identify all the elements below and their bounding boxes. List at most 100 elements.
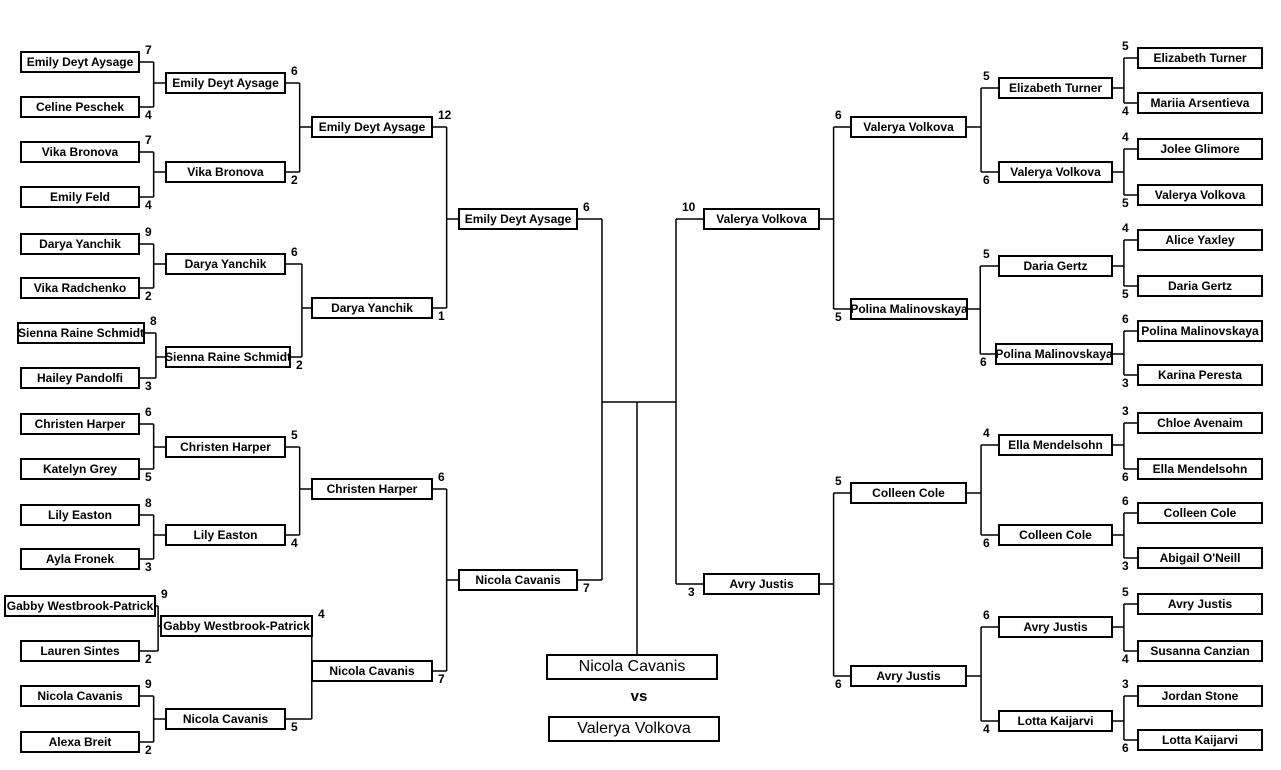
player-box-right-r2-6: Avry Justis <box>998 616 1113 638</box>
score-right-r2-7: 4 <box>983 722 990 736</box>
player-box-right-r1-3: Valerya Volkova <box>1137 184 1263 206</box>
score-right-r1-2: 4 <box>1122 130 1129 144</box>
score-left-r1-5: 2 <box>145 289 152 303</box>
player-box-right-r1-9: Ella Mendelsohn <box>1137 458 1263 480</box>
player-box-left-r2-4: Christen Harper <box>165 436 286 458</box>
score-right-r1-7: 3 <box>1122 376 1129 390</box>
player-box-left-r1-15: Alexa Breit <box>20 731 140 753</box>
score-right-r1-5: 5 <box>1122 287 1129 301</box>
score-left-r2-3: 2 <box>296 358 303 372</box>
player-box-right-r2-3: Polina Malinovskaya <box>995 343 1113 365</box>
score-right-r3-1: 5 <box>835 310 842 324</box>
player-box-left-r2-5: Lily Easton <box>165 524 286 546</box>
score-right-r3-0: 6 <box>835 108 842 122</box>
player-box-right-r1-7: Karina Peresta <box>1137 364 1263 386</box>
score-left-r1-12: 9 <box>161 587 168 601</box>
player-box-left-r2-1: Vika Bronova <box>165 161 286 183</box>
player-box-right-r2-1: Valerya Volkova <box>998 161 1113 183</box>
player-box-left-r2-0: Emily Deyt Aysage <box>165 72 286 94</box>
player-box-right-r4-1: Avry Justis <box>703 573 820 595</box>
score-left-r1-1: 4 <box>145 108 152 122</box>
player-box-left-r1-11: Ayla Fronek <box>20 548 140 570</box>
score-left-r1-4: 9 <box>145 225 152 239</box>
player-box-left-r2-7: Nicola Cavanis <box>165 708 286 730</box>
player-box-right-r2-4: Ella Mendelsohn <box>998 434 1113 456</box>
player-box-left-r2-3: Sienna Raine Schmidt <box>165 346 291 368</box>
player-box-left-r3-1: Darya Yanchik <box>311 297 433 319</box>
player-box-right-r1-15: Lotta Kaijarvi <box>1137 729 1263 751</box>
score-left-r1-3: 4 <box>145 198 152 212</box>
player-box-right-r2-2: Daria Gertz <box>998 255 1113 277</box>
player-box-left-r1-8: Christen Harper <box>20 413 140 435</box>
score-right-r3-3: 6 <box>835 677 842 691</box>
score-right-r1-9: 6 <box>1122 470 1129 484</box>
score-left-r1-0: 7 <box>145 43 152 57</box>
player-box-right-r1-14: Jordan Stone <box>1137 685 1263 707</box>
score-left-r1-13: 2 <box>145 652 152 666</box>
player-box-left-r2-2: Darya Yanchik <box>165 253 286 275</box>
score-left-r2-7: 5 <box>291 720 298 734</box>
player-box-right-r1-2: Jolee Glimore <box>1137 138 1263 160</box>
player-box-right-r1-0: Elizabeth Turner <box>1137 47 1263 69</box>
score-right-r1-3: 5 <box>1122 196 1129 210</box>
player-box-right-r3-2: Colleen Cole <box>850 482 967 504</box>
score-right-r1-10: 6 <box>1122 494 1129 508</box>
player-box-right-r2-7: Lotta Kaijarvi <box>998 710 1113 732</box>
score-right-r1-4: 4 <box>1122 221 1129 235</box>
player-box-left-r4-0: Emily Deyt Aysage <box>458 208 578 230</box>
player-box-left-r1-3: Emily Feld <box>20 186 140 208</box>
score-left-r1-15: 2 <box>145 743 152 757</box>
score-left-r3-2: 6 <box>438 470 445 484</box>
score-right-r4-1: 3 <box>688 585 695 599</box>
player-box-left-r1-12: Gabby Westbrook-Patrick <box>4 595 156 617</box>
score-left-r1-8: 6 <box>145 405 152 419</box>
score-left-r1-6: 8 <box>150 314 157 328</box>
score-left-r3-3: 7 <box>438 672 445 686</box>
score-left-r1-2: 7 <box>145 133 152 147</box>
score-left-r3-0: 12 <box>438 108 452 122</box>
player-box-left-r1-6: Sienna Raine Schmidt <box>17 322 145 344</box>
score-left-r2-5: 4 <box>291 536 298 550</box>
score-left-r2-4: 5 <box>291 428 298 442</box>
player-box-left-r2-6: Gabby Westbrook-Patrick <box>160 615 313 637</box>
score-left-r1-7: 3 <box>145 379 152 393</box>
score-right-r1-15: 6 <box>1122 741 1129 755</box>
player-box-right-r1-11: Abigail O'Neill <box>1137 547 1263 569</box>
vs-label: vs <box>630 688 648 705</box>
score-right-r1-6: 6 <box>1122 312 1129 326</box>
score-right-r2-5: 6 <box>983 536 990 550</box>
player-box-left-r1-10: Lily Easton <box>20 504 140 526</box>
score-right-r1-1: 4 <box>1122 104 1129 118</box>
score-left-r1-9: 5 <box>145 470 152 484</box>
score-right-r2-0: 5 <box>983 69 990 83</box>
score-right-r4-0: 10 <box>682 200 696 214</box>
score-left-r3-1: 1 <box>438 309 445 323</box>
final-player-2: Valerya Volkova <box>548 716 720 742</box>
player-box-left-r1-14: Nicola Cavanis <box>20 685 140 707</box>
player-box-left-r1-5: Vika Radchenko <box>20 277 140 299</box>
score-right-r3-2: 5 <box>835 474 842 488</box>
score-right-r1-11: 3 <box>1122 559 1129 573</box>
score-left-r2-6: 4 <box>318 607 325 621</box>
player-box-right-r1-12: Avry Justis <box>1137 593 1263 615</box>
player-box-right-r1-10: Colleen Cole <box>1137 502 1263 524</box>
player-box-right-r1-13: Susanna Canzian <box>1137 640 1263 662</box>
score-left-r2-2: 6 <box>291 245 298 259</box>
player-box-right-r2-0: Elizabeth Turner <box>998 77 1113 99</box>
player-box-left-r1-0: Emily Deyt Aysage <box>20 51 140 73</box>
score-right-r1-12: 5 <box>1122 585 1129 599</box>
score-right-r1-13: 4 <box>1122 652 1129 666</box>
player-box-right-r4-0: Valerya Volkova <box>703 208 820 230</box>
score-left-r2-1: 2 <box>291 173 298 187</box>
score-left-r4-1: 7 <box>583 581 590 595</box>
player-box-right-r3-0: Valerya Volkova <box>850 116 967 138</box>
score-left-r4-0: 6 <box>583 200 590 214</box>
player-box-left-r1-9: Katelyn Grey <box>20 458 140 480</box>
player-box-right-r3-1: Polina Malinovskaya <box>850 298 968 320</box>
score-right-r2-6: 6 <box>983 608 990 622</box>
player-box-left-r1-13: Lauren Sintes <box>20 640 140 662</box>
score-left-r1-14: 9 <box>145 677 152 691</box>
score-right-r1-0: 5 <box>1122 39 1129 53</box>
score-left-r1-10: 8 <box>145 496 152 510</box>
player-box-right-r1-4: Alice Yaxley <box>1137 229 1263 251</box>
